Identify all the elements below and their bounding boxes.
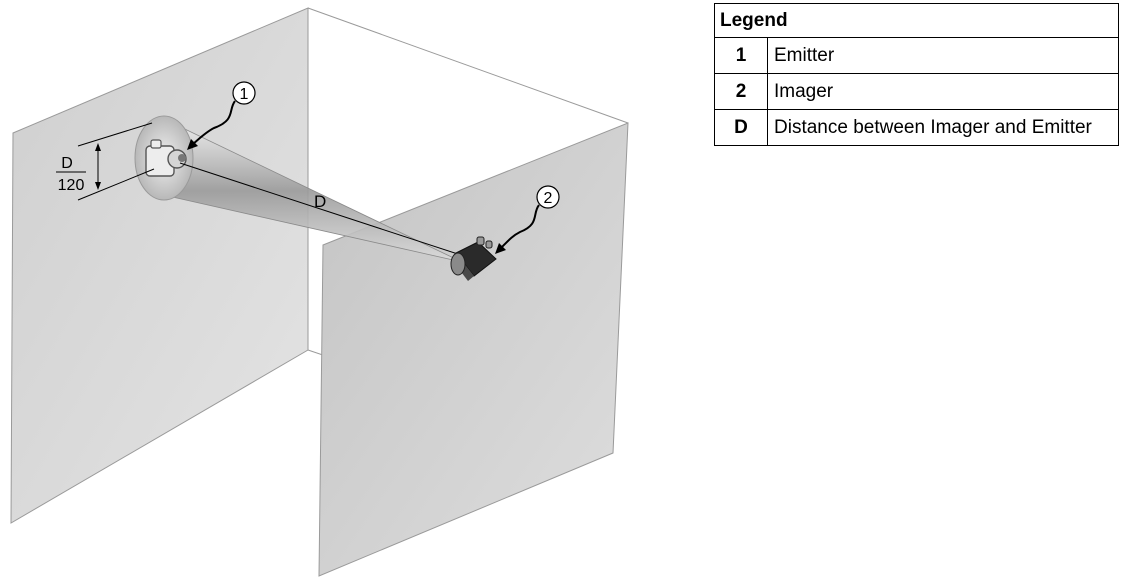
left-wall <box>10 7 309 524</box>
legend-row: D Distance between Imager and Emitter <box>714 109 1119 146</box>
aperture-extension-top <box>77 122 153 147</box>
emitter-device <box>145 139 187 177</box>
leader-arrow-imager <box>495 243 506 254</box>
back-top-edge <box>307 7 629 124</box>
leader-line-emitter <box>192 100 236 145</box>
legend-key: 2 <box>714 73 768 110</box>
leader-arrow-emitter <box>187 139 198 150</box>
aperture-denominator: 120 <box>58 177 85 194</box>
right-wall <box>318 122 629 577</box>
legend-text: Emitter <box>767 37 1119 74</box>
legend-table: Legend 1 Emitter 2 Imager D Distance bet… <box>714 3 1119 146</box>
legend-row: 2 Imager <box>714 73 1119 110</box>
arrowhead-bottom <box>95 182 101 190</box>
legend-key: D <box>714 109 768 146</box>
distance-line <box>179 162 471 259</box>
legend-text: Imager <box>767 73 1119 110</box>
leader-line-imager <box>500 204 540 249</box>
imager-device <box>450 236 497 281</box>
distance-label: D <box>314 192 326 211</box>
callout-number-emitter: 1 <box>240 86 249 103</box>
arrowhead-top <box>95 143 101 151</box>
beam-bottom-edge <box>167 195 463 263</box>
installation-diagram: D D 120 1 2 <box>10 7 629 577</box>
callout-circle-emitter <box>232 81 256 105</box>
callout-circle-imager <box>536 185 560 209</box>
callout-number-imager: 2 <box>544 190 553 207</box>
aperture-numerator: D <box>61 155 73 172</box>
legend-title: Legend <box>714 3 1119 38</box>
legend-row: 1 Emitter <box>714 37 1119 74</box>
aperture-extension-bottom <box>77 168 155 201</box>
legend-text: Distance between Imager and Emitter <box>767 109 1119 146</box>
legend-key: 1 <box>714 37 768 74</box>
beam-top-edge <box>165 119 463 263</box>
